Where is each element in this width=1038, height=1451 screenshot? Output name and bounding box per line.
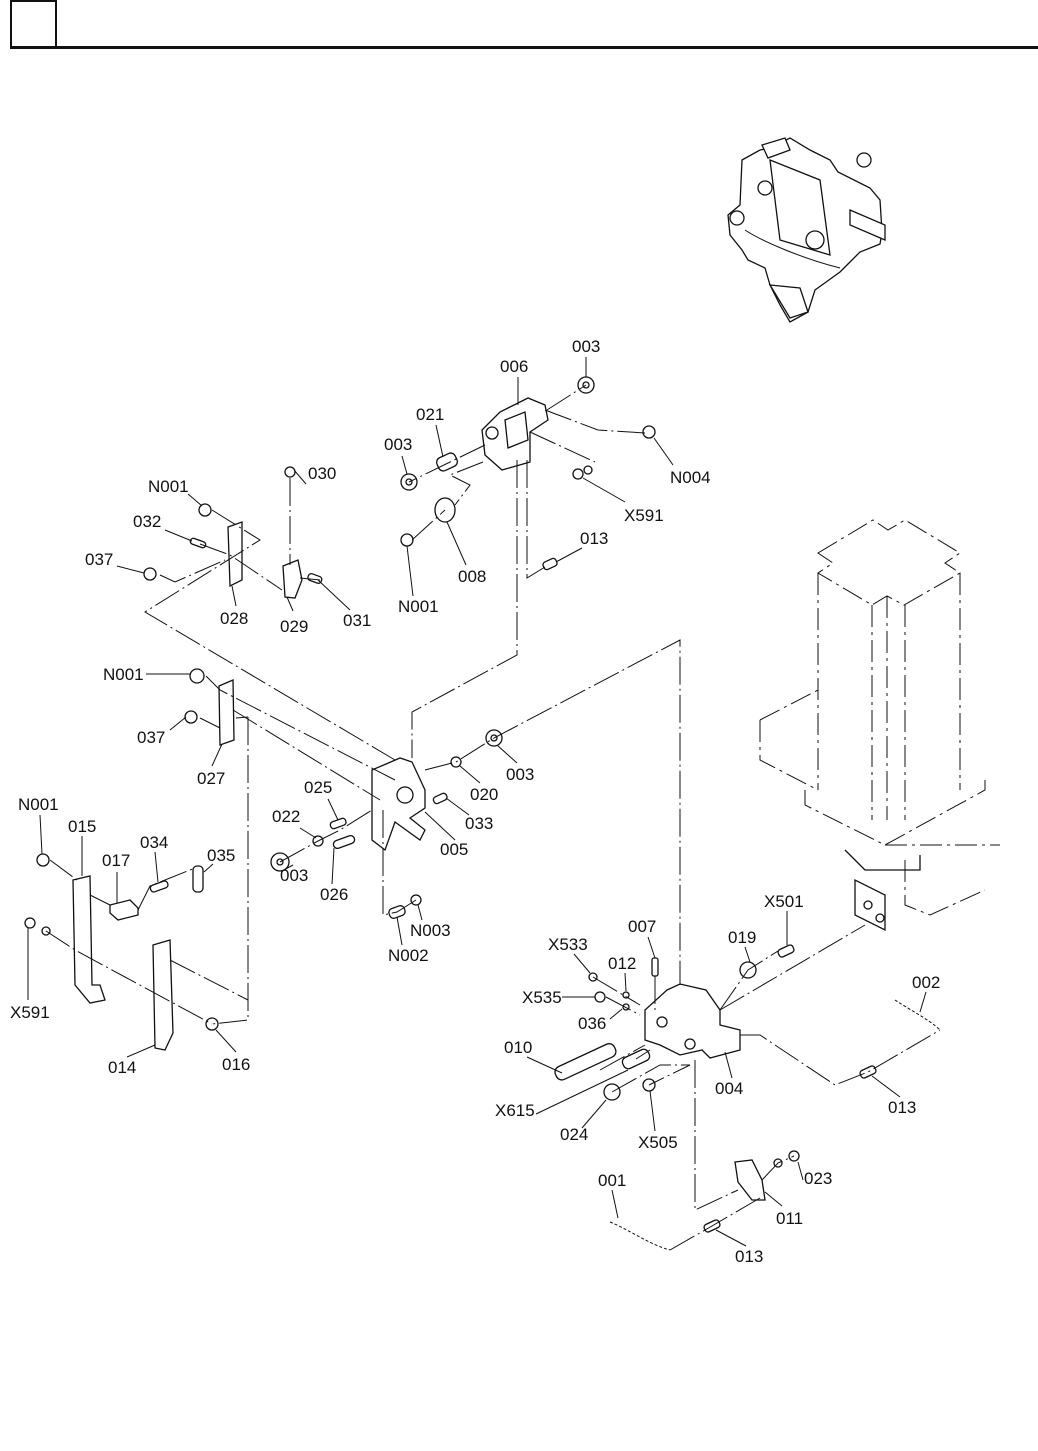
leader-lines	[27, 357, 927, 1247]
part-label-021: 021	[416, 405, 444, 424]
part-label-007: 007	[628, 917, 656, 936]
part-N001-screw	[36, 853, 50, 867]
header-index-box	[10, 0, 57, 46]
part-label-026: 026	[320, 885, 348, 904]
part-026-pin	[332, 834, 356, 850]
part-X501-screw	[777, 944, 795, 958]
part-label-016: 016	[222, 1055, 250, 1074]
part-002-spring	[894, 999, 941, 1031]
part-label-n001: N001	[148, 477, 189, 496]
part-X591-nut	[24, 917, 36, 929]
part-013-pin	[542, 557, 558, 571]
part-label-022: 022	[272, 807, 300, 826]
motor-column	[759, 519, 1000, 932]
part-037-screw	[143, 567, 157, 581]
part-label-n004: N004	[670, 468, 711, 487]
part-030-nut	[284, 466, 296, 478]
part-label-011: 011	[776, 1209, 803, 1228]
part-label-037: 037	[137, 728, 165, 747]
part-N001-screw	[400, 533, 414, 547]
part-027-plate	[218, 679, 235, 746]
page-header	[10, 0, 1038, 49]
part-label-032: 032	[133, 512, 161, 531]
part-X591-nut	[572, 468, 584, 480]
part-label-x535: X535	[522, 988, 562, 1007]
part-033-pin	[432, 792, 448, 805]
part-label-036: 036	[578, 1014, 606, 1033]
part-label-003: 003	[384, 435, 412, 454]
part-012-ball	[622, 991, 630, 999]
part-label-024: 024	[560, 1125, 588, 1144]
part-label-012: 012	[608, 954, 636, 973]
part-label-n002: N002	[388, 946, 429, 965]
part-label-x591: X591	[10, 1003, 50, 1022]
part-label-003: 003	[572, 337, 600, 356]
part-034-pin	[149, 880, 169, 893]
part-label-037: 037	[85, 550, 113, 569]
part-label-015: 015	[68, 817, 96, 836]
part-label-029: 029	[280, 617, 308, 636]
assembly-lines	[45, 384, 941, 1251]
part-013-pin	[859, 1065, 877, 1079]
part-028-plate	[227, 521, 243, 588]
header-rule	[10, 46, 1038, 49]
part-032-pin	[189, 537, 207, 549]
part-004-bracket	[644, 983, 741, 1059]
part-labels: 003006021003N004X591013008N001030N001032…	[10, 337, 940, 1266]
part-label-013: 013	[735, 1247, 763, 1266]
part-label-013: 013	[580, 529, 608, 548]
part-label-n001: N001	[103, 665, 144, 684]
part-label-x505: X505	[638, 1133, 678, 1152]
part-010-shaft	[554, 1043, 617, 1081]
part-014-lever	[152, 939, 174, 1051]
part-015-lever	[72, 875, 106, 1004]
part-label-020: 020	[470, 785, 498, 804]
part-021	[435, 452, 459, 472]
part-label-003: 003	[280, 866, 308, 885]
part-label-017: 017	[102, 851, 130, 870]
part-label-001: 001	[598, 1171, 626, 1190]
part-label-027: 027	[197, 769, 225, 788]
part-001-spring	[609, 1221, 671, 1251]
part-label-x591: X591	[624, 506, 664, 525]
part-011-plate	[734, 1159, 766, 1201]
part-X535-setscrew	[594, 991, 606, 1003]
part-label-031: 031	[343, 611, 371, 630]
part-N004-screw	[642, 425, 656, 439]
part-label-019: 019	[728, 928, 756, 947]
part-label-004: 004	[715, 1079, 743, 1098]
part-label-006: 006	[500, 357, 528, 376]
part-label-002: 002	[912, 973, 940, 992]
part-label-013: 013	[888, 1098, 916, 1117]
part-label-025: 025	[304, 778, 332, 797]
part-label-003: 003	[506, 765, 534, 784]
assembly-thumbnail	[727, 137, 886, 323]
part-025-pin	[329, 817, 347, 830]
part-label-030: 030	[308, 464, 336, 483]
part-label-x615: X615	[495, 1101, 535, 1120]
part-037-screw	[184, 710, 198, 724]
part-label-n003: N003	[410, 921, 451, 940]
part-label-n001: N001	[398, 597, 439, 616]
part-label-x533: X533	[548, 935, 588, 954]
part-035-spring	[192, 865, 204, 893]
part-label-028: 028	[220, 609, 248, 628]
part-029	[282, 559, 303, 599]
part-N001-screw	[189, 668, 205, 684]
part-017-block	[109, 899, 139, 921]
part-label-010: 010	[504, 1038, 532, 1057]
part-label-005: 005	[440, 840, 468, 859]
part-label-n001: N001	[18, 795, 59, 814]
part-label-034: 034	[140, 833, 168, 852]
part-N001-screw	[198, 503, 212, 517]
part-label-008: 008	[458, 567, 486, 586]
part-label-035: 035	[207, 846, 235, 865]
part-007-pin	[651, 957, 659, 977]
part-label-014: 014	[108, 1058, 136, 1077]
part-006	[481, 397, 549, 471]
part-label-x501: X501	[764, 892, 804, 911]
part-label-033: 033	[465, 814, 493, 833]
part-label-023: 023	[804, 1169, 832, 1188]
